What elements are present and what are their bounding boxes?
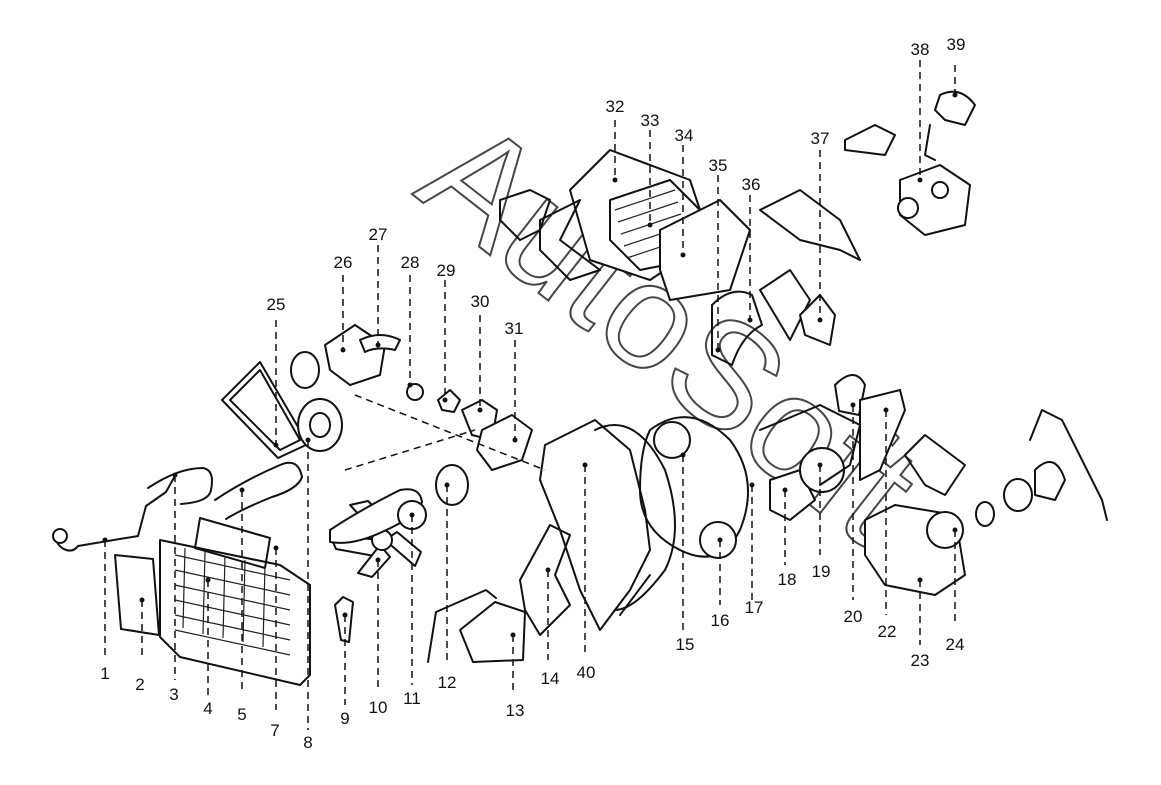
part-35-hose xyxy=(711,290,763,366)
callout-8: 8 xyxy=(303,733,312,752)
part-13-gasket xyxy=(459,601,526,663)
part-14-cover xyxy=(519,524,571,636)
callout-25: 25 xyxy=(267,295,286,314)
callout-13: 13 xyxy=(506,701,525,720)
part-12-pulley xyxy=(435,464,469,506)
callout-26: 26 xyxy=(334,253,353,272)
part-28-seal xyxy=(406,383,424,401)
callout-2: 2 xyxy=(135,675,144,694)
part-8-pulley xyxy=(297,398,343,452)
callout-36: 36 xyxy=(742,175,761,194)
watermark: AutoSoft xyxy=(391,86,950,575)
parts xyxy=(52,90,1108,686)
part-36-hose xyxy=(759,189,861,261)
callout-37: 37 xyxy=(811,129,830,148)
part-5-hose xyxy=(214,461,303,520)
callout-18: 18 xyxy=(778,570,797,589)
part-3-hose xyxy=(147,467,213,505)
callout-11: 11 xyxy=(403,689,421,708)
callout-15: 15 xyxy=(676,635,695,654)
part-radiator xyxy=(159,517,311,686)
part-19-pulley xyxy=(799,447,845,493)
callout-1: 1 xyxy=(100,664,109,683)
callout-7: 7 xyxy=(270,721,279,740)
callout-24: 24 xyxy=(946,635,965,654)
callout-34: 34 xyxy=(675,126,694,145)
callout-16: 16 xyxy=(711,611,730,630)
part-34-cover xyxy=(659,199,751,301)
callout-31: 31 xyxy=(505,319,524,338)
part-26-housing xyxy=(324,324,386,386)
callout-17: 17 xyxy=(745,598,764,617)
callout-12: 12 xyxy=(438,673,457,692)
part-25-vbelt xyxy=(229,369,301,451)
part-23-gasket xyxy=(904,434,966,496)
callout-23: 23 xyxy=(911,651,930,670)
callout-10: 10 xyxy=(369,698,388,717)
part-40-timing-cover xyxy=(539,419,651,631)
part-24-flange xyxy=(926,511,964,549)
part-31-housing xyxy=(476,414,533,471)
callout-4: 4 xyxy=(203,699,212,718)
callout-20: 20 xyxy=(844,607,863,626)
callout-38: 38 xyxy=(911,40,930,59)
callout-29: 29 xyxy=(437,261,456,280)
callout-14: 14 xyxy=(541,669,560,688)
part-2-panel xyxy=(114,554,160,636)
callout-5: 5 xyxy=(237,705,246,724)
leader-lines xyxy=(104,60,956,730)
callout-33: 33 xyxy=(641,111,660,130)
callout-28: 28 xyxy=(401,253,420,272)
callout-22: 22 xyxy=(878,622,897,641)
callout-32: 32 xyxy=(606,97,625,116)
callout-35: 35 xyxy=(709,156,728,175)
watermark-text: AutoSoft xyxy=(392,87,949,574)
part-22-arm xyxy=(859,389,906,481)
part-29-gasket xyxy=(437,389,461,413)
leader-dots xyxy=(102,92,958,638)
callout-39: 39 xyxy=(947,35,966,54)
callout-3: 3 xyxy=(169,685,178,704)
part-38-pump xyxy=(897,164,971,236)
callout-19: 19 xyxy=(812,562,831,581)
callout-9: 9 xyxy=(340,709,349,728)
part-1-hose xyxy=(54,473,177,552)
part-12-pipe xyxy=(427,589,497,663)
callout-40: 40 xyxy=(577,663,596,682)
part-11-hose xyxy=(329,488,423,544)
callout-30: 30 xyxy=(471,292,490,311)
part-39-bracket xyxy=(934,90,976,126)
part-9-clip xyxy=(334,596,354,643)
callout-27: 27 xyxy=(369,225,388,244)
part-15-belt xyxy=(594,424,676,611)
part-17-pulley xyxy=(653,421,691,459)
callout-labels: 1 2 3 4 5 7 8 9 10 11 12 13 14 40 15 16 … xyxy=(100,35,965,752)
